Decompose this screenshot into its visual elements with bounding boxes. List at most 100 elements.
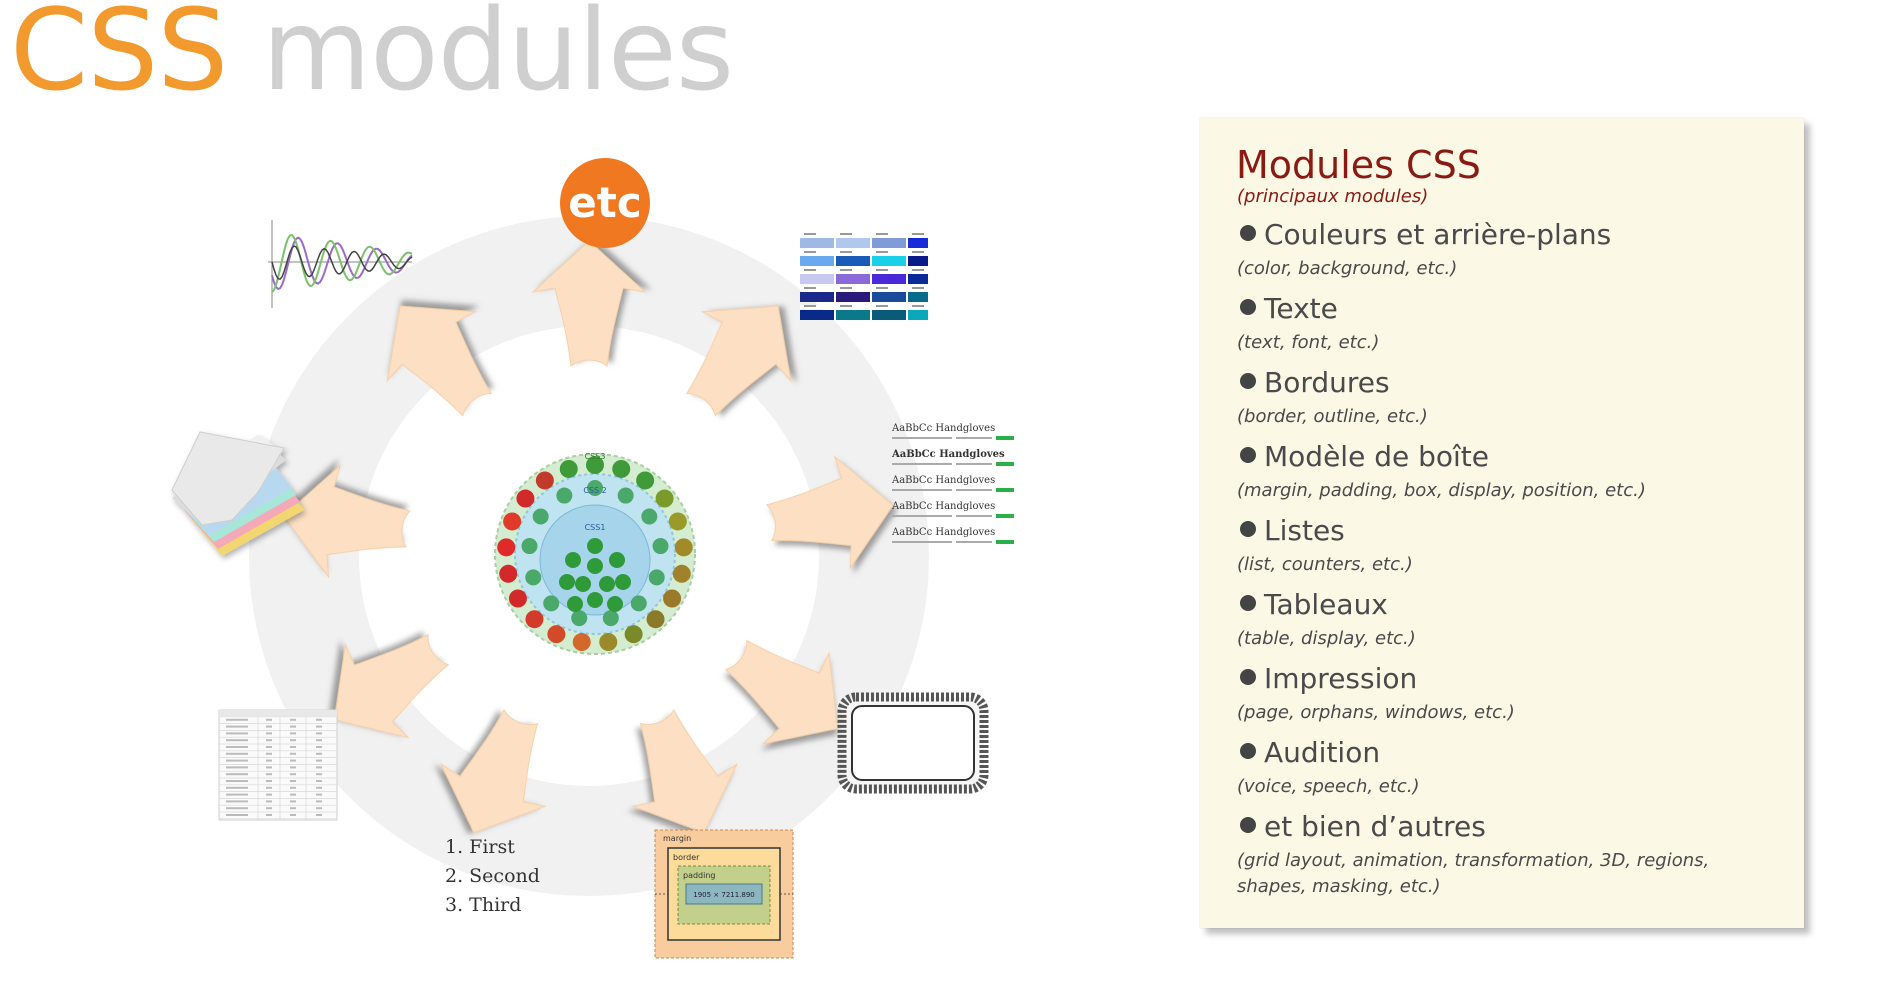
css-module-dot [535,471,554,490]
bullet-icon [1240,595,1256,611]
css-module-dot [532,508,549,525]
css-module-dot [587,592,603,608]
module-label-row: Tableaux [1240,588,1388,621]
arrow-shape [765,455,894,570]
bullet-icon [1240,817,1256,833]
typography-sample: AaBbCc Handgloves [891,475,995,486]
module-desc: (color, background, etc.) [1237,258,1458,279]
bullet-icon [1240,669,1256,685]
page-title: CSS modules [10,0,734,116]
module-label-row: Audition [1240,736,1380,769]
arrow-shape [685,305,792,417]
sound-wave-icon [268,220,413,308]
module-label: Bordures [1264,366,1390,399]
module-label: Listes [1264,514,1345,547]
css-module-dot [648,569,665,586]
bullet-icon [1240,225,1256,241]
module-label-row: Bordures [1240,366,1390,399]
css-module-dot [668,512,687,531]
module-desc: (voice, speech, etc.) [1237,776,1420,797]
css-module-dot [516,489,535,508]
arrow-shape [439,708,547,834]
arrows-group [283,240,894,834]
module-label-row: et bien d’autres [1240,810,1486,843]
css-module-dot [602,610,619,627]
css-module-dot [508,589,527,608]
css-levels-diagram: CSS3 CSS 2 CSS1 [494,452,696,655]
css-module-dot [547,625,566,644]
bullet-icon [1240,743,1256,759]
module-label: Impression [1264,662,1418,695]
css-module-dot [652,538,669,555]
css-module-dot [575,576,591,592]
css-module-dot [497,538,516,557]
css-module-dot [612,459,631,478]
css-module-dot [586,456,604,474]
css-module-dot [599,633,618,652]
css-module-dot [641,508,658,525]
module-label-row: Modèle de boîte [1240,440,1489,473]
css-module-dot [663,589,682,608]
bullet-icon [1240,373,1256,389]
css-module-dot [521,538,538,555]
module-label: Couleurs et arrière-plans [1264,218,1612,251]
module-label-row: Texte [1240,292,1338,325]
module-label: et bien d’autres [1264,810,1486,843]
css-module-dot [543,595,560,612]
module-desc: (table, display, etc.) [1237,628,1416,649]
module-desc: (margin, padding, box, display, position… [1237,480,1646,501]
arrow-shape [631,708,739,834]
module-desc: (border, outline, etc.) [1237,406,1428,427]
css-module-dot [559,574,575,590]
css-module-dot [571,610,588,627]
list-example: 1. First 2. Second 3. Third [445,833,540,920]
css-module-dot [674,538,693,557]
module-desc: (page, orphans, windows, etc.) [1237,702,1515,723]
svg-text:CSS 2: CSS 2 [583,486,606,495]
css-module-dot [624,625,643,644]
css-module-dot [630,595,647,612]
arrow-shape [333,633,450,739]
bullet-icon [1240,447,1256,463]
css-module-dot [525,569,542,586]
svg-text:border: border [673,853,700,862]
css-module-dot [499,564,518,583]
typography-sample: AaBbCc Handgloves [891,501,995,512]
title-css: CSS [10,0,228,116]
color-swatches-icon [800,233,928,320]
css-module-dot [615,574,631,590]
title-modules: modules [262,0,734,116]
css-module-dot [565,552,581,568]
etc-node: etc [560,158,650,248]
svg-text:CSS3: CSS3 [585,452,606,461]
css-module-dot [567,596,583,612]
css-module-dot [617,487,634,504]
svg-text:1905 × 7211.890: 1905 × 7211.890 [693,891,755,899]
modules-panel: Modules CSS (principaux modules) Couleur… [1200,118,1804,928]
css-module-dot [599,576,615,592]
panel-subtitle: (principaux modules) [1237,186,1429,207]
css-module-dot [587,538,603,554]
css-module-dot [587,558,603,574]
module-desc: (grid layout, animation, transformation,… [1237,850,1710,897]
css-module-dot [607,596,623,612]
css-module-dot [646,610,665,629]
arrow-shape [531,240,647,367]
typography-sample: AaBbCc Handgloves [891,423,995,434]
arrow-shape [724,639,838,745]
svg-text:CSS1: CSS1 [585,523,606,532]
table-icon [218,709,338,821]
bullet-icon [1240,299,1256,315]
list-item: 3. Third [445,894,522,916]
module-desc: (text, font, etc.) [1237,332,1380,353]
css-module-dot [559,459,578,478]
module-label: Modèle de boîte [1264,440,1489,473]
css-module-dot [636,471,655,490]
module-label: Audition [1264,736,1381,769]
box-model-icon: margin border padding 1905 × 7211.890 [654,829,794,959]
css-module-dot [587,480,603,496]
svg-text:etc: etc [568,178,641,227]
arrow-shape [283,464,411,579]
css-module-dot [503,512,522,531]
